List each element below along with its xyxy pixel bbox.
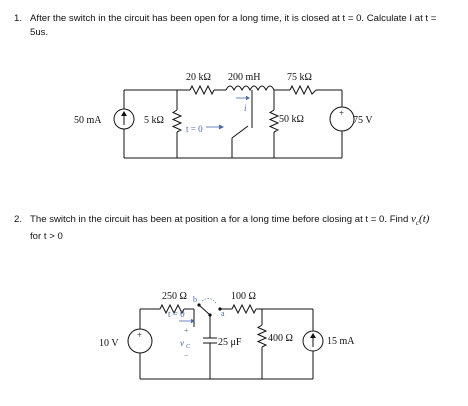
c2-r2-label: 100 Ω [231,291,256,302]
question-2-var-sub: c [415,219,420,228]
c2-r1-label: 250 Ω [162,291,187,302]
c1-inductor-current-label: i [244,103,247,113]
question-1-number: 1. [14,13,23,24]
question-2-line-2: for t > 0 [30,231,63,243]
question-2: 2. The switch in the circuit has been at … [14,212,462,244]
question-2-var-arg: (t) [419,213,430,225]
c2-capacitor-label: 25 μF [218,337,242,348]
c2-switch-a-label: a [221,309,225,318]
circuit-2-diagram: 10 V + 250 Ω b a t = 0 100 Ω + v C − 25 … [99,291,355,380]
question-2-line-1: 2. The switch in the circuit has been at … [14,212,462,230]
c1-r-series-label: 20 kΩ [186,72,211,83]
question-2-var-v: v [411,213,416,225]
c2-cap-voltage-v: v [180,338,184,348]
c1-source-current-label: 50 mA [74,115,102,126]
c1-source-plus-label: + [339,108,344,118]
c2-r3-label: 400 Ω [268,333,293,344]
c1-inductor-label: 200 mH [228,72,261,83]
question-1: 1. After the switch in the circuit has be… [14,12,462,40]
voltage-source-icon [127,328,153,354]
voltage-source-icon [329,106,355,132]
c2-switch-b-label: b [193,295,197,304]
question-1-line-1: 1. After the switch in the circuit has be… [14,12,462,26]
question-2-text: The switch in the circuit has been at po… [30,214,409,225]
c2-switch-label: t = 0 [168,309,185,319]
question-1-line-2: 5us. [30,27,49,38]
c2-source-plus-label: + [137,330,142,340]
question-2-number: 2. [14,214,23,225]
question-1-text: After the switch in the circuit has been… [30,13,437,24]
c1-r-right-series-label: 75 kΩ [287,72,312,83]
c1-r-shunt-label: 5 kΩ [144,115,164,126]
c1-source-voltage-label: 75 V [353,115,373,126]
circuit-1-diagram: 50 mA 5 kΩ 20 kΩ 200 mH i t = 0 75 kΩ 50… [74,72,373,159]
c2-cap-voltage-sub: C [186,344,191,350]
question-2-variable: vc(t) [411,213,430,228]
c2-source-voltage-label: 10 V [99,338,119,349]
c1-r-right-shunt-label: 50 kΩ [279,114,304,125]
c2-source-current-label: 15 mA [327,336,355,347]
c2-cap-minus-label: − [184,351,189,360]
c1-switch-label: t = 0 [186,124,203,134]
c2-cap-plus-label: + [184,326,189,335]
